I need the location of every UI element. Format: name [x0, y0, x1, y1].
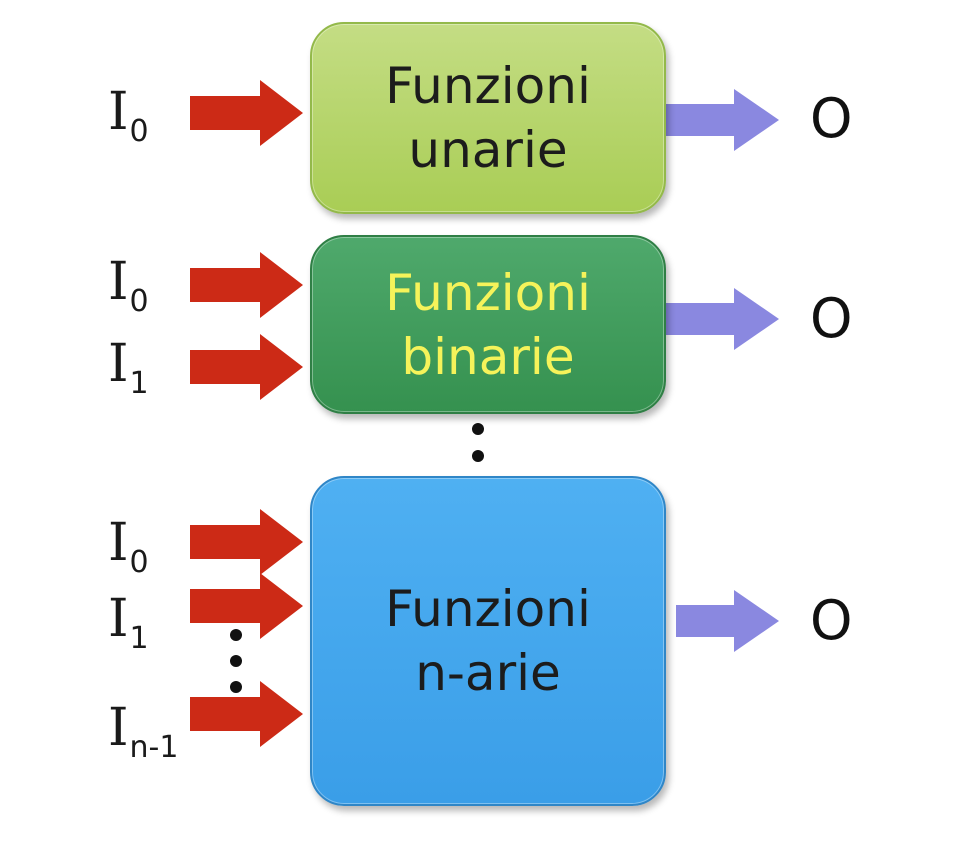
vertical-ellipsis-inputs — [230, 629, 242, 693]
input-label-nary-1: I1 — [108, 589, 149, 656]
input-arrow-nary-0 — [190, 509, 303, 575]
box-binary-line2: binarie — [401, 327, 575, 386]
box-nary-functions: Funzioni n-arie — [310, 476, 666, 806]
input-arrow-unary-0 — [190, 80, 303, 146]
box-binary-line1: Funzioni — [385, 263, 591, 322]
input-arrow-nary-2 — [190, 681, 303, 747]
box-nary-line2: n-arie — [415, 644, 561, 702]
box-unary-functions: Funzioni unarie — [310, 22, 666, 214]
box-unary-line2: unarie — [408, 121, 568, 179]
box-nary-line1: Funzioni — [385, 580, 591, 638]
output-arrow-unary — [666, 89, 779, 151]
input-label-binary-1: I1 — [108, 334, 149, 401]
box-binary-functions: Funzioni binarie — [310, 235, 666, 414]
input-label-unary-0: I0 — [108, 82, 149, 149]
box-unary-line1: Funzioni — [385, 57, 591, 115]
input-label-binary-0: I0 — [108, 252, 149, 319]
output-label-nary: O — [810, 589, 853, 652]
input-arrow-nary-1 — [190, 573, 303, 639]
input-arrow-binary-1 — [190, 334, 303, 400]
output-label-binary: O — [810, 287, 853, 350]
output-label-unary: O — [810, 87, 853, 150]
input-label-nary-n-minus-1: In-1 — [108, 698, 179, 765]
output-arrow-binary — [666, 288, 779, 350]
output-arrow-nary — [676, 590, 779, 652]
vertical-ellipsis-boxes — [472, 423, 484, 462]
input-arrow-binary-0 — [190, 252, 303, 318]
input-label-nary-0: I0 — [108, 513, 149, 580]
